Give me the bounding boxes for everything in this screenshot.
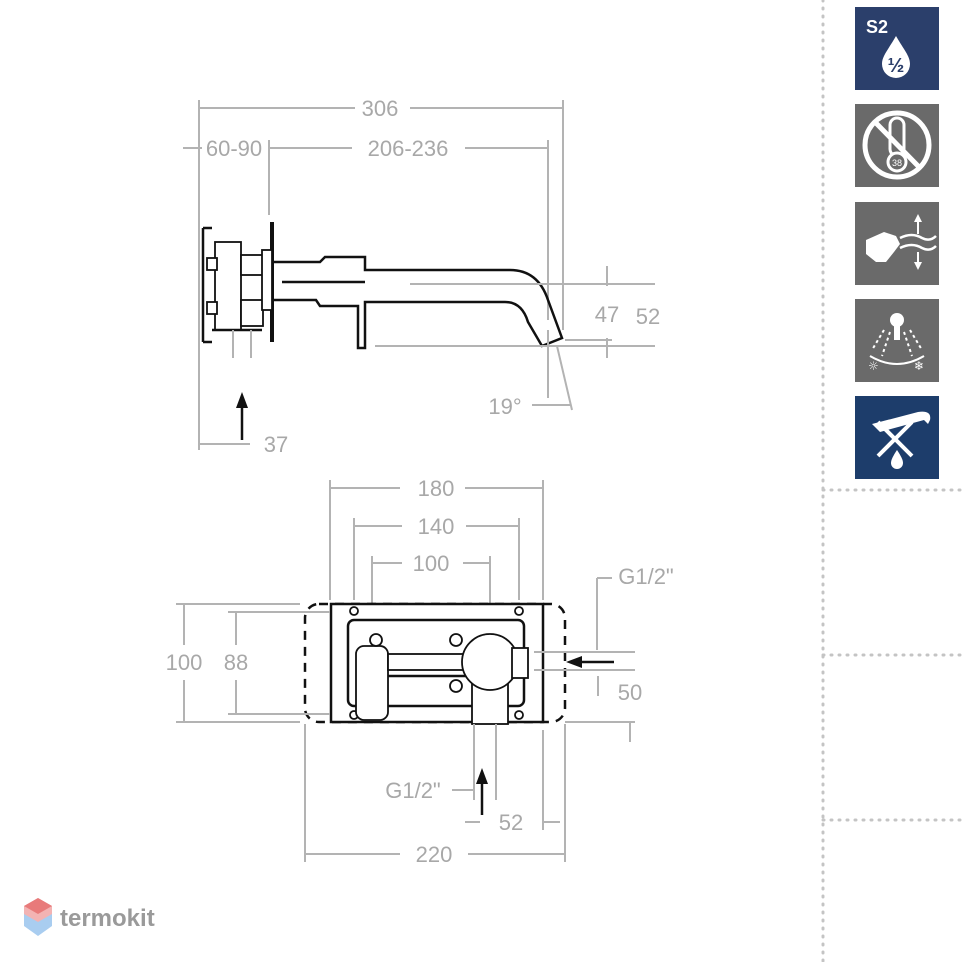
dim-140-label: 140 [418,514,455,539]
dim-height-inner-label: 47 [595,302,619,327]
hot-cold-spray-icon: ☼ ❄ [855,299,939,382]
dim-thread-right-label: G1/2" [618,564,674,589]
s2-class-icon: S2 ½ [855,7,939,90]
svg-text:❄: ❄ [914,359,924,373]
top-view: 180 140 100 [166,476,674,867]
dim-angle-label: 19° [488,394,521,419]
svg-text:S2: S2 [866,17,888,37]
termokit-logo: termokit [24,898,155,936]
dim-height-outer-label: 52 [636,304,660,329]
dim-50-label: 50 [618,680,642,705]
hand-flow-icon [855,202,939,285]
dim-thread-bottom-label: G1/2" [385,778,441,803]
dim-inlet-offset-label: 37 [264,432,288,457]
no-thermostat-icon: 38 [855,104,939,187]
dim-220-label: 220 [416,842,453,867]
dim-total-label: 306 [362,96,399,121]
dim-88-label: 88 [224,650,248,675]
dim-180-label: 180 [418,476,455,501]
svg-text:☼: ☼ [868,359,879,373]
dim-spout-label: 206-236 [368,136,449,161]
svg-text:½: ½ [888,55,905,77]
no-drip-spout-icon [855,396,939,479]
feature-panel: S2 ½ 38 [821,0,962,962]
dim-52-label: 52 [499,810,523,835]
dim-100-height-label: 100 [166,650,203,675]
dim-100-width-label: 100 [413,551,450,576]
dim-wall-label: 60-90 [206,136,262,161]
svg-text:38: 38 [892,158,902,168]
brand-name: termokit [60,905,155,932]
side-view: 306 60-90 206-236 47 52 19° [183,96,660,457]
